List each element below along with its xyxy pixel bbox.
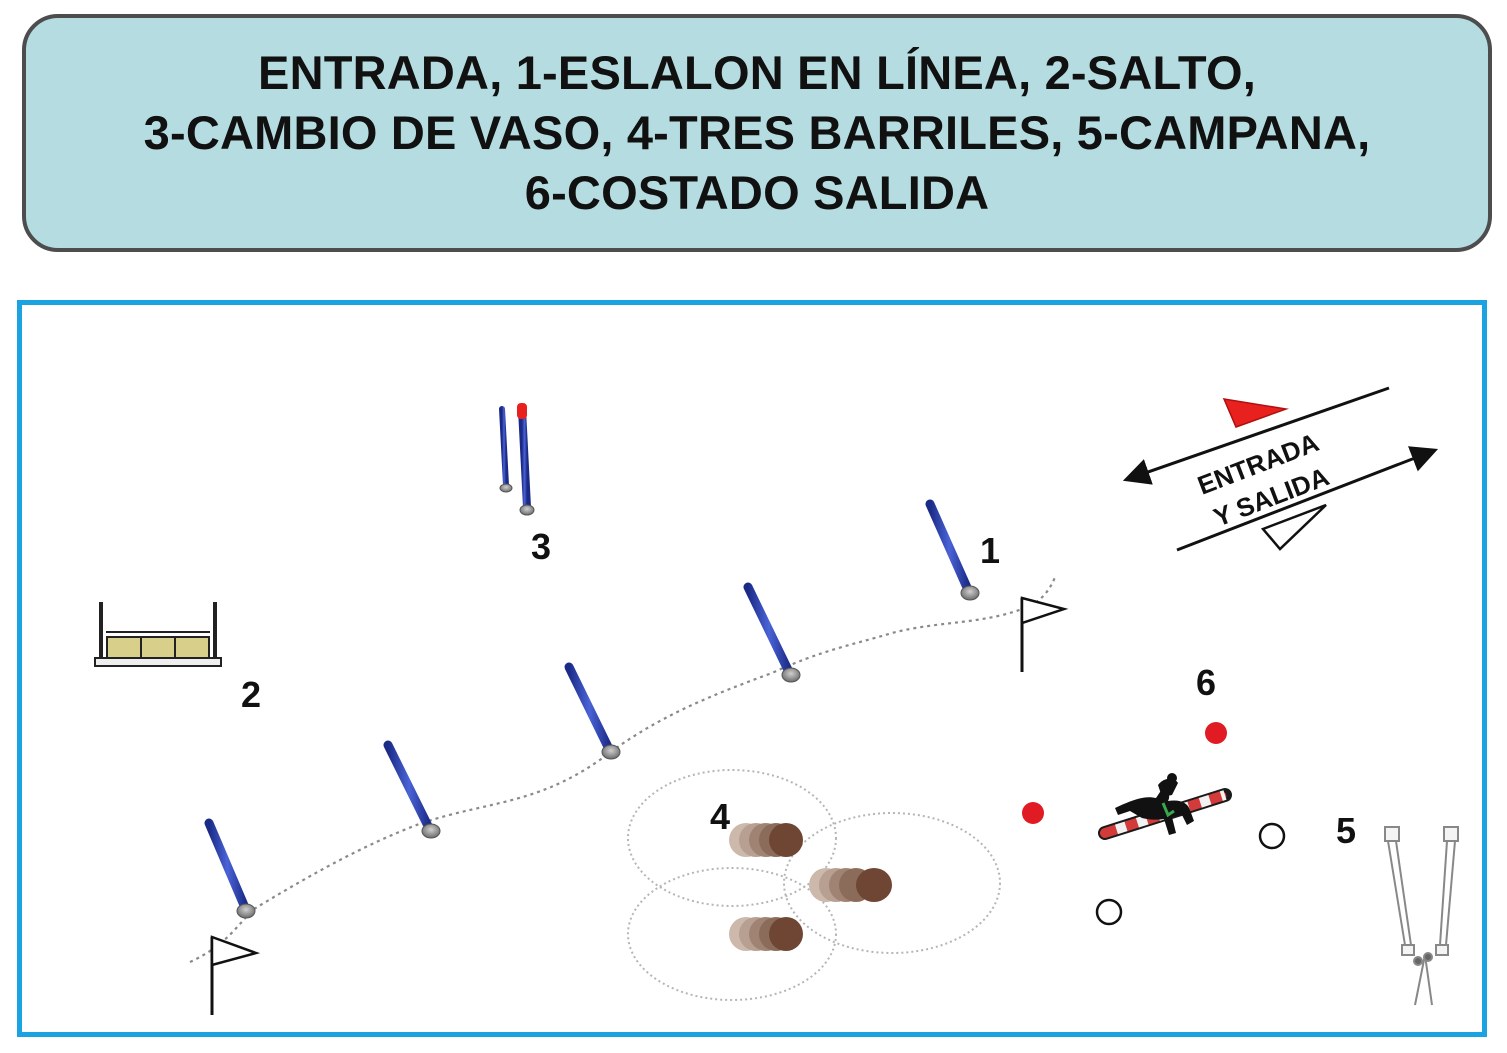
slalom-pole [204,818,256,919]
white-marker [1258,822,1286,850]
red-marker [1205,722,1227,744]
course-diagram: ENTRADA Y SALIDA 1 2 3 4 5 6 [94,386,1459,1015]
white-marker [1095,898,1123,926]
horse-rider-icon [1115,773,1194,835]
red-marker [1022,802,1044,824]
slalom-pole [925,499,980,601]
station-label-1: 1 [980,530,1000,571]
barrel-icon [729,917,803,951]
bell-frame-icon [1384,826,1459,1006]
station-label-4: 4 [710,796,730,837]
slalom-path [189,576,1057,963]
station-label-5: 5 [1336,810,1356,851]
station-label-3: 3 [531,526,551,567]
barrel-icon [729,823,803,857]
course-field: ENTRADA Y SALIDA 1 2 3 4 5 6 [17,300,1487,1037]
flag-icon [210,935,261,1015]
cup-change-poles [499,403,535,516]
flag-white-icon [1260,503,1327,551]
entrance-exit-sign: ENTRADA Y SALIDA [1122,386,1439,552]
jump-fence-icon [94,602,222,667]
flag-red-icon [1222,398,1289,428]
barrel-icon [809,868,892,902]
slalom-pole [383,740,441,839]
title-banner: ENTRADA, 1-ESLALON EN LÍNEA, 2-SALTO, 3-… [22,14,1492,252]
barrel-pattern [627,769,1001,1001]
slalom-pole [743,582,801,683]
title-line-3: 6-COSTADO SALIDA [524,166,990,219]
station-label-6: 6 [1196,662,1216,703]
title-line-2: 3-CAMBIO DE VASO, 4-TRES BARRILES, 5-CAM… [143,106,1371,159]
slalom-pole [564,662,621,760]
station-label-2: 2 [241,674,261,715]
title-line-1: ENTRADA, 1-ESLALON EN LÍNEA, 2-SALTO, [258,46,1256,99]
flag-icon [1020,596,1069,672]
